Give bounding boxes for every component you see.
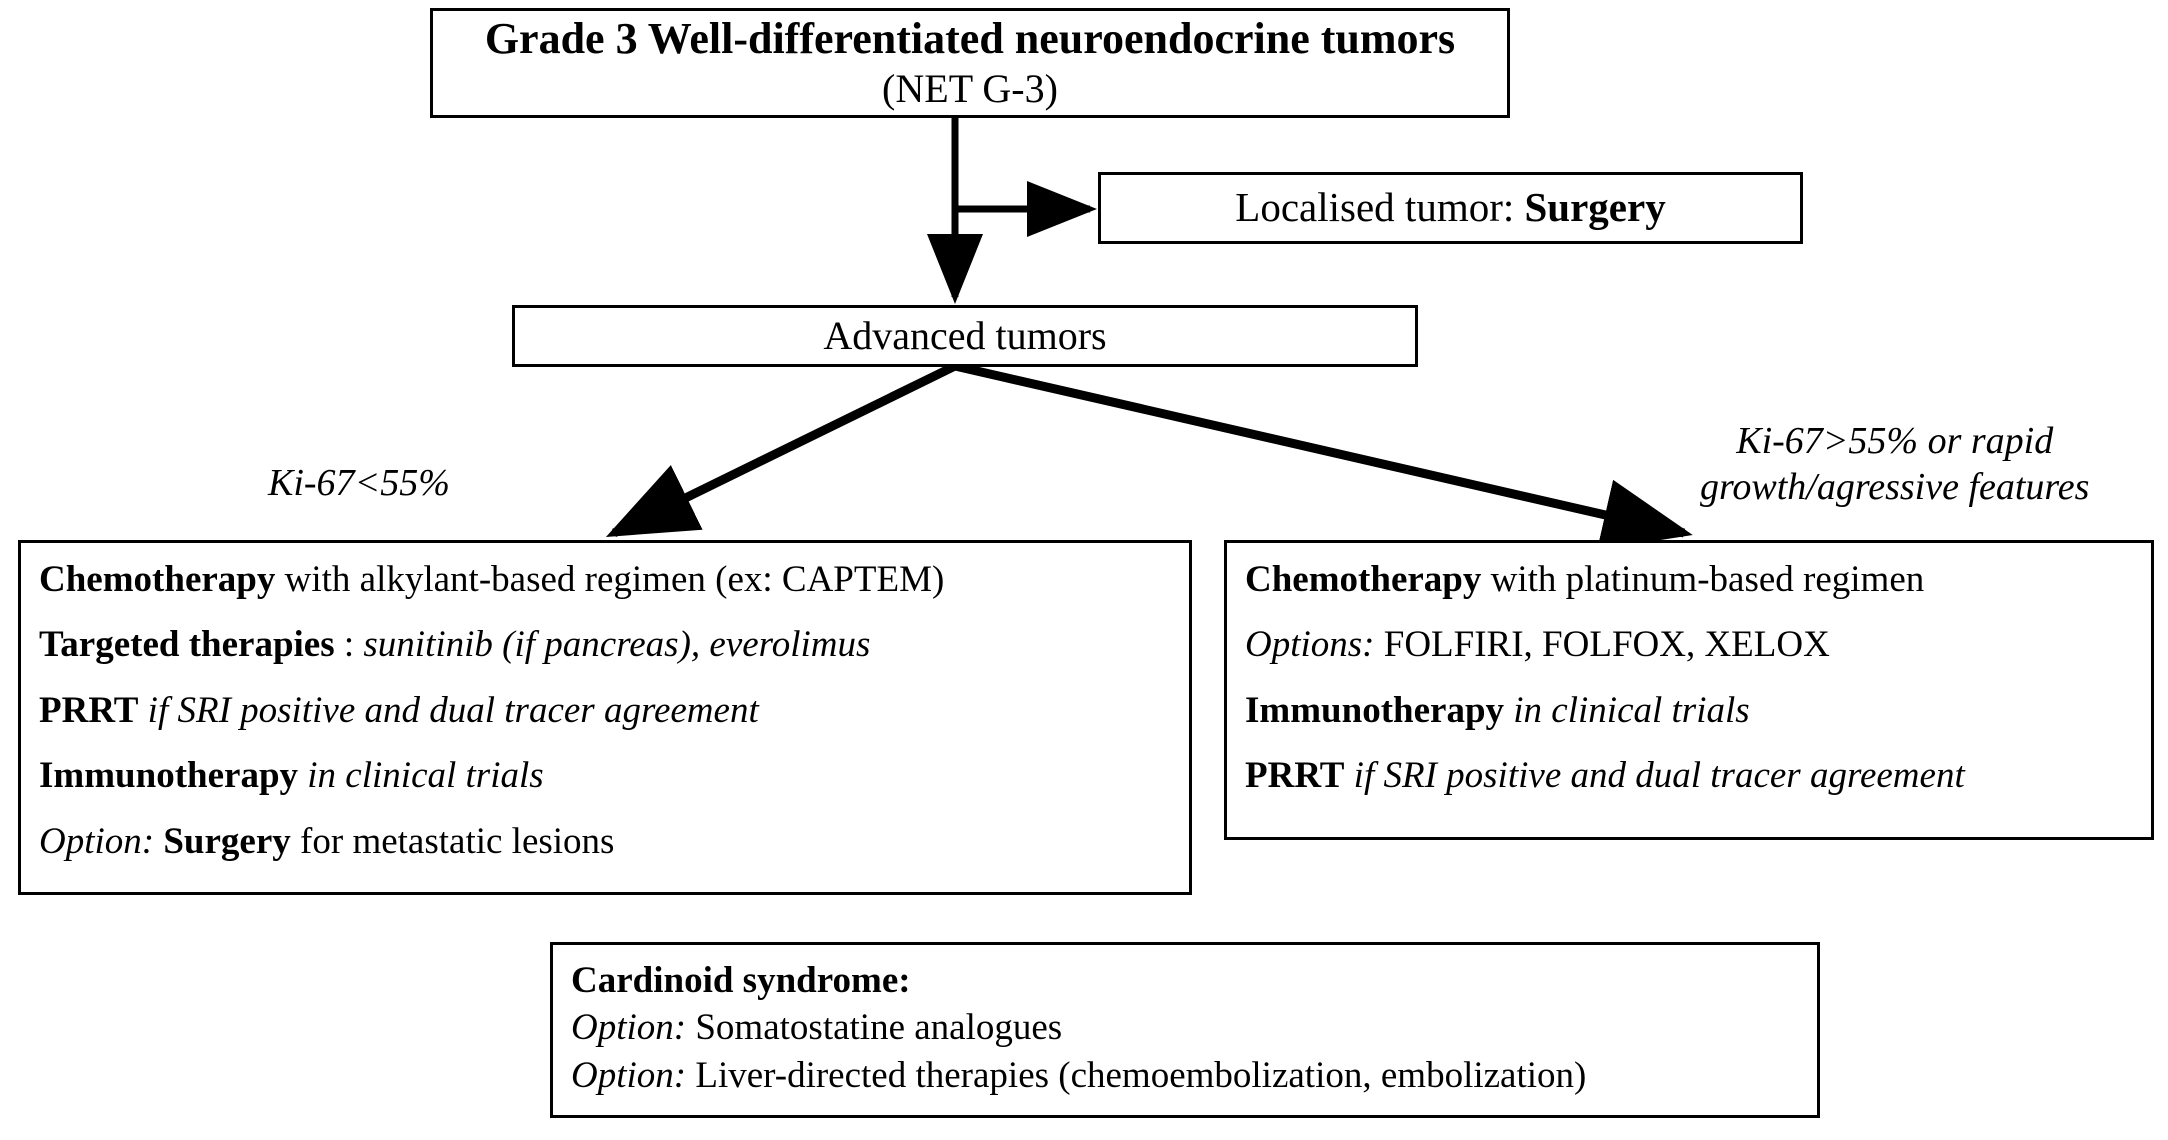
treatment-row: PRRT if SRI positive and dual tracer agr… bbox=[39, 690, 1171, 731]
treatment-row-segment: Cardinoid syndrome: bbox=[571, 960, 911, 1001]
treatment-row-segment: Options: bbox=[1245, 624, 1375, 666]
branch-label-ki67-low: Ki-67<55% bbox=[268, 462, 450, 504]
treatment-row-segment: if SRI positive and dual tracer agreemen… bbox=[1344, 755, 1965, 797]
treatment-row-segment: Chemotherapy bbox=[1245, 559, 1482, 600]
treatment-row-segment: Targeted therapies bbox=[39, 624, 335, 666]
treatment-row-segment: Immunotherapy bbox=[39, 755, 299, 797]
treatment-row-segment: in clinical trials bbox=[1504, 689, 1750, 731]
treatment-row-segment bbox=[154, 821, 163, 862]
treatment-row-segment: FOLFIRI, FOLFOX, XELOX bbox=[1374, 624, 1830, 666]
treatment-row-segment: Option: bbox=[571, 1054, 687, 1096]
treatment-row: Options: FOLFIRI, FOLFOX, XELOX bbox=[1245, 624, 2133, 665]
treatment-row-segment: for metastatic lesions bbox=[290, 820, 615, 862]
node-title-line2: (NET G-3) bbox=[882, 66, 1058, 112]
treatment-row-segment: Somatostatine analogues bbox=[686, 1007, 1063, 1049]
localised-treatment: Surgery bbox=[1524, 184, 1666, 231]
treatment-row-segment: PRRT bbox=[39, 689, 139, 731]
treatment-row-segment: if SRI positive and dual tracer agreemen… bbox=[138, 689, 759, 731]
treatment-row: Option: Surgery for metastatic lesions bbox=[39, 821, 1171, 862]
branch-label-ki67-high: Ki-67>55% or rapid growth/agressive feat… bbox=[1700, 418, 2089, 511]
treatment-row-segment: with alkylant-based regimen (ex: CAPTEM) bbox=[275, 559, 945, 600]
treatment-row-segment: : bbox=[334, 624, 364, 666]
treatment-row: Option: Somatostatine analogues bbox=[571, 1004, 1799, 1051]
treatment-row-segment: sunitinib (if pancreas), everolimus bbox=[363, 624, 871, 666]
treatment-row-segment: PRRT bbox=[1245, 755, 1345, 797]
localised-prefix: Localised tumor: bbox=[1235, 184, 1525, 231]
node-advanced-label: Advanced tumors bbox=[823, 313, 1107, 358]
treatment-row-segment: Surgery bbox=[163, 820, 291, 862]
node-right-treatment-options: Chemotherapy with platinum-based regimen… bbox=[1224, 540, 2154, 840]
treatment-row: Option: Liver-directed therapies (chemoe… bbox=[571, 1052, 1799, 1099]
treatment-row-segment: in clinical trials bbox=[298, 755, 544, 797]
branch-label-ki67-high-line1: Ki-67>55% or rapid bbox=[1736, 420, 2054, 462]
node-localised-tumor: Localised tumor: Surgery bbox=[1098, 172, 1803, 244]
treatment-row: Cardinoid syndrome: bbox=[571, 957, 1799, 1004]
treatment-row-segment: Chemotherapy bbox=[39, 559, 276, 600]
treatment-row-segment: Option: bbox=[39, 820, 155, 862]
node-title-line1: Grade 3 Well-differentiated neuroendocri… bbox=[484, 14, 1456, 64]
node-localised-text: Localised tumor: Surgery bbox=[1235, 185, 1665, 230]
edge-advanced-to-right-treatment bbox=[953, 361, 1693, 551]
node-carcinoid-syndrome: Cardinoid syndrome:Option: Somatostatine… bbox=[550, 942, 1820, 1118]
treatment-row-segment: Liver-directed therapies (chemoembolizat… bbox=[686, 1054, 1587, 1096]
treatment-row-segment: Immunotherapy bbox=[1245, 689, 1505, 731]
node-net-g3-title: Grade 3 Well-differentiated neuroendocri… bbox=[430, 8, 1510, 118]
treatment-row: Immunotherapy in clinical trials bbox=[39, 755, 1171, 796]
node-left-treatment-options: Chemotherapy with alkylant-based regimen… bbox=[18, 540, 1192, 895]
treatment-row: Chemotherapy with platinum-based regimen bbox=[1245, 559, 2133, 600]
edge-advanced-to-left-treatment bbox=[605, 361, 957, 538]
treatment-row: Targeted therapies : sunitinib (if pancr… bbox=[39, 624, 1171, 665]
treatment-row: Immunotherapy in clinical trials bbox=[1245, 690, 2133, 731]
treatment-row-segment: Option: bbox=[571, 1007, 687, 1049]
treatment-row: Chemotherapy with alkylant-based regimen… bbox=[39, 559, 1171, 600]
node-advanced-tumors: Advanced tumors bbox=[512, 305, 1418, 367]
treatment-row: PRRT if SRI positive and dual tracer agr… bbox=[1245, 755, 2133, 796]
branch-label-ki67-high-line2: growth/agressive features bbox=[1700, 466, 2090, 509]
treatment-row-segment: with platinum-based regimen bbox=[1481, 559, 1925, 600]
